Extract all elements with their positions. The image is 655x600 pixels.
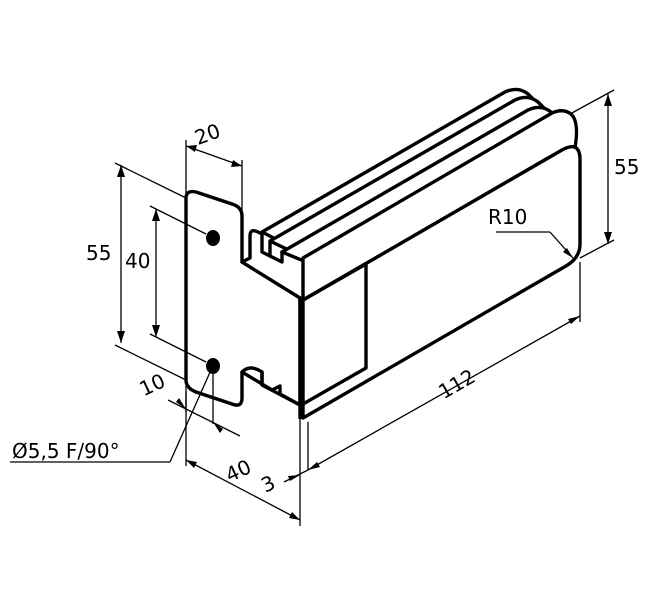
main-plate <box>301 109 582 420</box>
dim-label-3: 3 <box>257 470 279 497</box>
dim-label-55-right: 55 <box>614 155 639 179</box>
dimension-40-holes: 40 <box>125 205 207 363</box>
dimension-40-depth: 40 <box>185 392 301 526</box>
dimension-55-right: 55 <box>569 89 639 259</box>
dim-label-55-left: 55 <box>86 241 111 265</box>
hole-top <box>206 230 220 246</box>
dim-label-40: 40 <box>125 249 150 273</box>
dim-label-112: 112 <box>434 364 479 404</box>
dimension-r10: R10 <box>488 205 574 259</box>
dimension-55-left: 55 <box>86 162 187 381</box>
dim-label-r10: R10 <box>488 205 527 229</box>
hole-callout: Ø5,5 F/90° <box>10 369 212 463</box>
dim-label-40-depth: 40 <box>222 455 255 488</box>
hole-spec-label: Ø5,5 F/90° <box>12 439 120 463</box>
dim-label-10: 10 <box>136 369 169 402</box>
recess <box>301 262 368 406</box>
hole-bottom <box>206 358 220 374</box>
